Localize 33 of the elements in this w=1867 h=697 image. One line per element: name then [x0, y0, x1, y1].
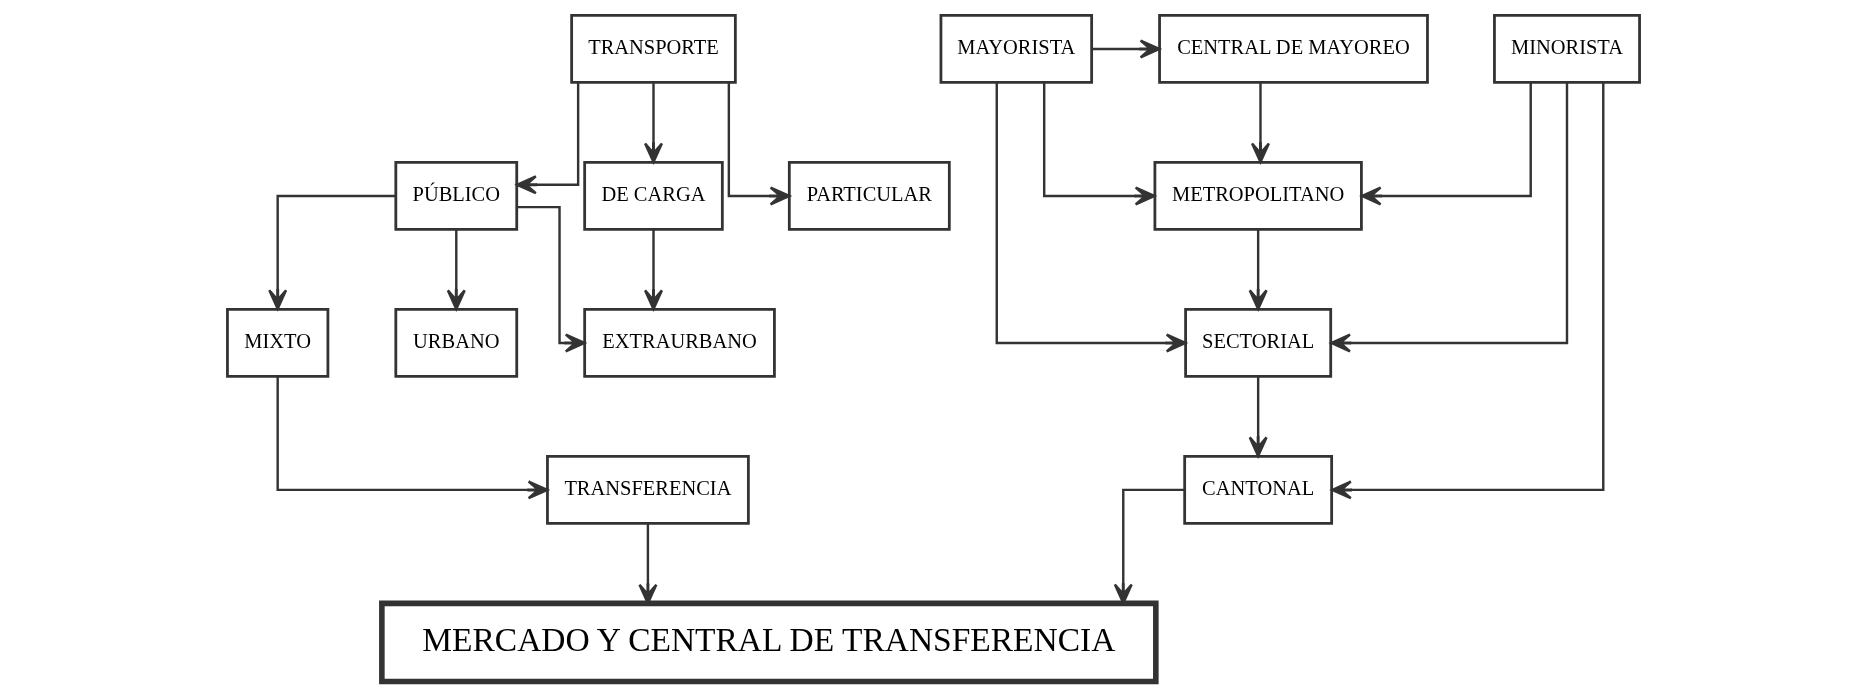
arrow: [516, 82, 580, 195]
node-box: MAYORISTA: [939, 14, 1094, 84]
arrow: [643, 83, 664, 164]
node-box: DE CARGA: [583, 161, 724, 231]
arrow: [1360, 83, 1532, 206]
arrow: [643, 230, 664, 311]
arrow: [1248, 377, 1268, 458]
node-box: EXTRAURBANO: [583, 308, 776, 378]
arrow: [1248, 230, 1268, 311]
node-box: PARTICULAR: [787, 161, 951, 231]
arrow: [995, 82, 1187, 353]
node-box: CENTRAL DE MAYOREO: [1158, 14, 1429, 84]
arrow: [1092, 39, 1161, 59]
node-box: MERCADO Y CENTRAL DE TRANSFERENCIA: [379, 600, 1159, 685]
node-box: URBANO: [394, 308, 519, 378]
arrow: [638, 523, 658, 605]
arrow: [1331, 82, 1605, 500]
node-box: TRANSPORTE: [570, 14, 737, 84]
arrow: [727, 83, 791, 206]
arrow: [276, 377, 549, 500]
arrow: [1043, 83, 1156, 206]
node-box: MINORISTA: [1493, 14, 1641, 84]
arrow: [268, 194, 396, 311]
arrow: [446, 230, 466, 311]
arrow: [516, 205, 586, 353]
arrow: [1250, 83, 1271, 164]
node-box: MIXTO: [226, 308, 330, 378]
node-box: METROPOLITANO: [1153, 161, 1363, 231]
node-box: CANTONAL: [1183, 455, 1334, 525]
node-box: SECTORIAL: [1184, 308, 1333, 378]
node-box: PÚBLICO: [394, 161, 519, 231]
arrow: [1330, 82, 1569, 353]
node-box: TRANSFERENCIA: [546, 455, 750, 525]
